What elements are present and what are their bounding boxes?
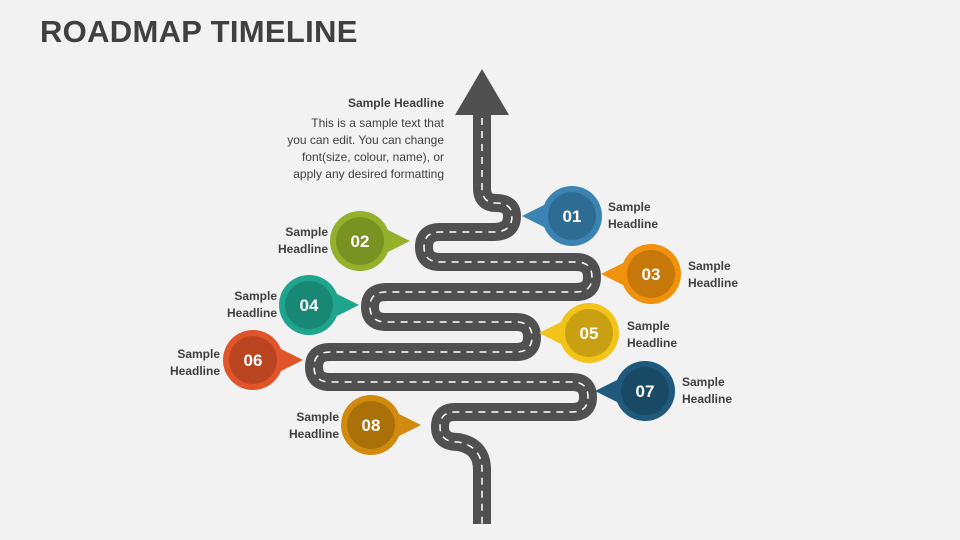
milestone-marker-06: 06 [223,330,303,390]
label-line: Sample [234,289,277,303]
milestone-label-06: Sample Headline [130,346,220,380]
marker-core [548,192,596,240]
milestone-label-03: Sample Headline [688,258,778,292]
marker-core [229,336,277,384]
milestone-marker-08: 08 [341,395,421,455]
milestone-number: 05 [580,324,599,343]
label-line: Sample [285,225,328,239]
marker-pointer [395,412,421,438]
marker-core [347,401,395,449]
marker-pointer [595,378,621,404]
label-line: Sample [608,200,651,214]
marker-pointer [522,203,548,229]
label-line: Headline [288,427,339,441]
intro-line: you can edit. You can change [287,133,444,147]
label-line: Headline [688,276,739,290]
milestone-label-08: Sample Headline [249,409,339,443]
milestone-label-01: Sample Headline [608,199,698,233]
milestone-number: 07 [636,382,655,401]
marker-core [621,367,669,415]
intro-line: font(size, colour, name), or [301,150,444,164]
milestone-number: 04 [300,296,319,315]
page-title: ROADMAP TIMELINE [40,14,358,49]
marker-core [627,250,675,298]
intro-headline: Sample Headline [347,96,444,110]
marker-core [336,217,384,265]
milestone-marker-02: 02 [330,211,410,271]
milestone-number: 02 [351,232,370,251]
milestone-number: 01 [563,207,582,226]
marker-pointer [333,292,359,318]
milestone-marker-04: 04 [279,275,359,335]
marker-pointer [539,320,565,346]
milestone-marker-05: 05 [539,303,619,363]
label-line: Headline [682,392,733,406]
label-line: Headline [226,306,277,320]
label-line: Sample [627,319,670,333]
road [305,112,601,524]
label-line: Headline [608,217,659,231]
marker-core [285,281,333,329]
milestone-number: 08 [362,416,381,435]
milestone-label-02: Sample Headline [238,224,328,258]
label-line: Sample [296,410,339,424]
label-line: Headline [627,336,678,350]
milestone-marker-01: 01 [522,186,602,246]
milestone-marker-07: 07 [595,361,675,421]
marker-pointer [384,228,410,254]
intro-line: apply any desired formatting [293,167,444,181]
label-line: Headline [169,364,220,378]
arrow-head-icon [455,69,509,115]
milestone-number: 06 [244,351,263,370]
milestone-label-05: Sample Headline [627,318,717,352]
label-line: Sample [688,259,731,273]
intro-body: This is a sample text that you can edit.… [214,115,444,183]
intro-text-block: Sample Headline This is a sample text th… [214,96,444,183]
label-line: Headline [277,242,328,256]
marker-pointer [601,261,627,287]
milestone-number: 03 [642,265,661,284]
milestone-label-07: Sample Headline [682,374,772,408]
label-line: Sample [682,375,725,389]
intro-line: This is a sample text that [311,116,444,130]
marker-pointer [277,347,303,373]
label-line: Sample [177,347,220,361]
milestone-marker-03: 03 [601,244,681,304]
marker-core [565,309,613,357]
milestone-label-04: Sample Headline [187,288,277,322]
